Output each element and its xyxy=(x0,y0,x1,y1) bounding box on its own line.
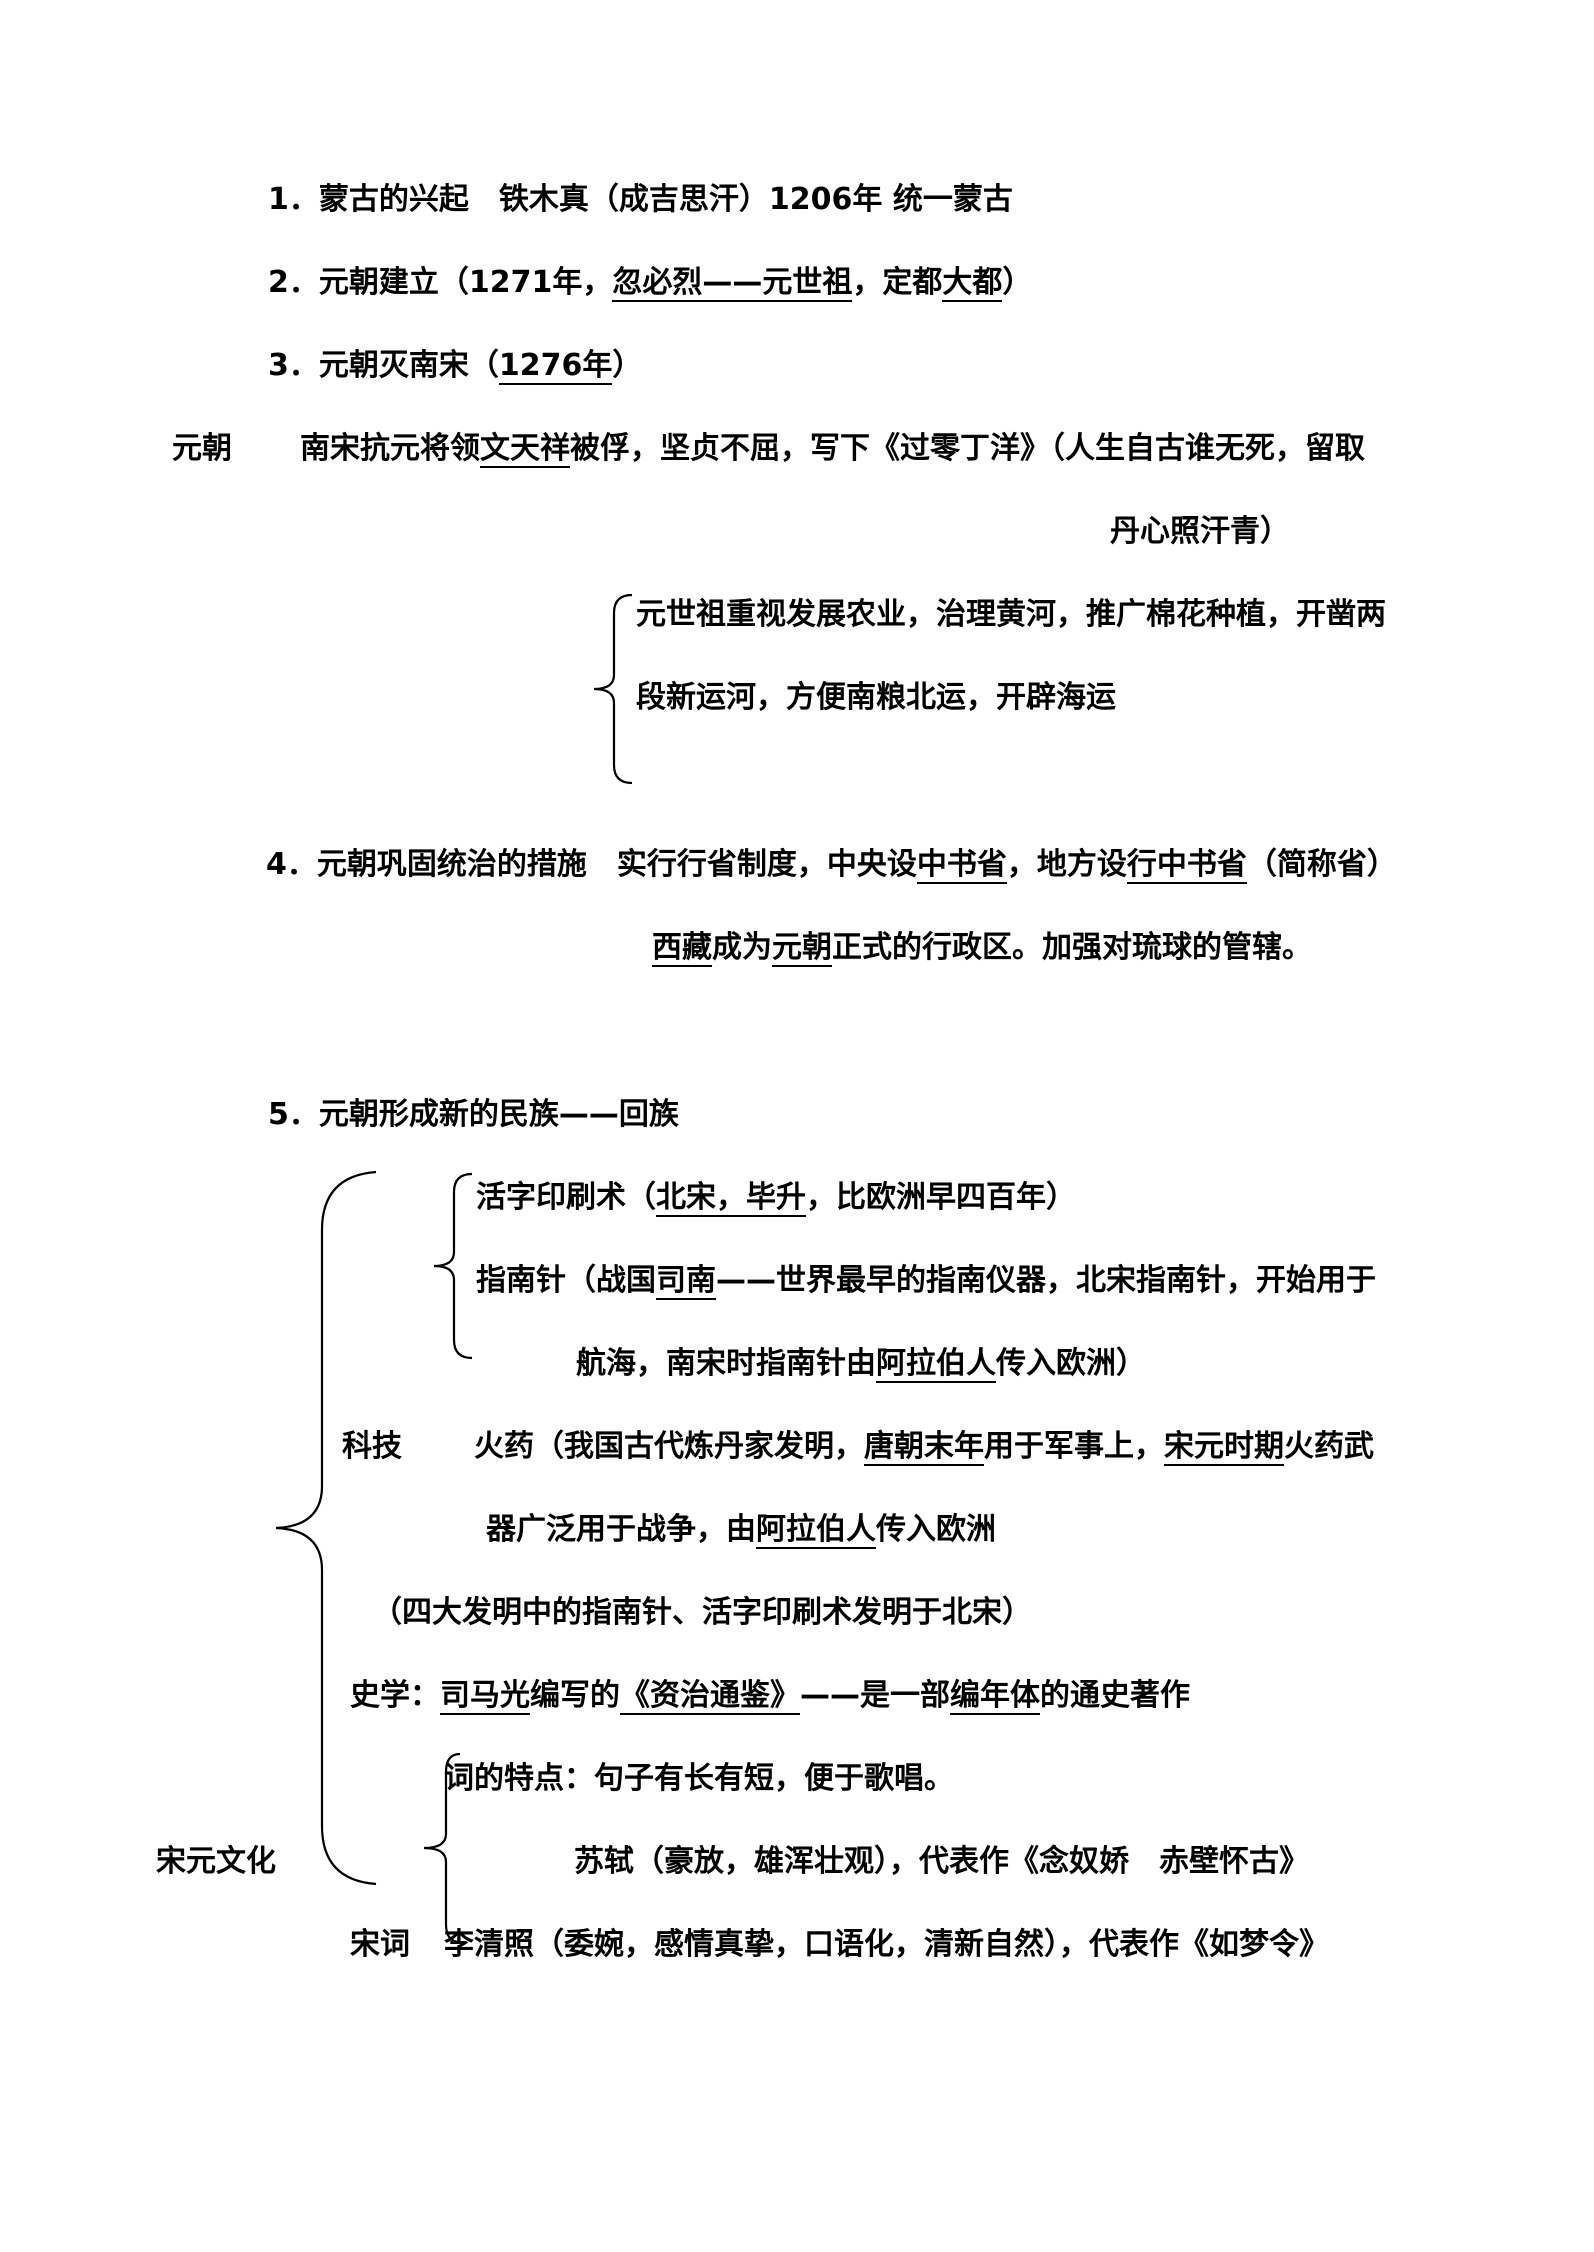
line-gunpowder: 火药（我国古代炼丹家发明，唐朝末年用于军事上，宋元时期火药武 xyxy=(474,1429,1374,1466)
line-li-qingzhao: 李清照（委婉，感情真挚，口语化，清新自然），代表作《如梦令》 xyxy=(444,1927,1329,1962)
line-movable-type: 活字印刷术（北宋，毕升，比欧洲早四百年） xyxy=(476,1180,1076,1217)
line-compass-cont: 航海，南宋时指南针由阿拉伯人传入欧洲） xyxy=(576,1346,1146,1383)
line-fall-southern-song: 3．元朝灭南宋（1276年） xyxy=(268,348,643,385)
side-label-keji: 科技 xyxy=(342,1429,402,1464)
brace-yuan-emperor xyxy=(593,593,633,785)
line-su-shi: 苏轼（豪放，雄浑壮观），代表作《念奴娇 赤壁怀古》 xyxy=(574,1844,1309,1879)
line-tibet: 西藏成为元朝正式的行政区。加强对琉球的管辖。 xyxy=(652,930,1312,967)
line-wen-tianxiang: 南宋抗元将领文天祥被俘，坚贞不屈，写下《过零丁洋》（人生自古谁无死，留取 xyxy=(300,431,1365,468)
brace-song-ci xyxy=(423,1752,461,1944)
side-label-song-ci: 宋词 xyxy=(350,1927,410,1962)
line-yuan-economy: 元世祖重视发展农业，治理黄河，推广棉花种植，开凿两 xyxy=(636,597,1386,632)
side-label-yuan: 元朝 xyxy=(172,431,232,466)
line-compass: 指南针（战国司南——世界最早的指南仪器，北宋指南针，开始用于 xyxy=(476,1263,1376,1300)
line-gunpowder-cont: 器广泛用于战争，由阿拉伯人传入欧洲 xyxy=(486,1512,996,1549)
line-yuan-governance: 4．元朝巩固统治的措施 实行行省制度，中央设中书省，地方设行中书省（简称省） xyxy=(266,847,1397,884)
line-yuan-economy-cont: 段新运河，方便南粮北运，开辟海运 xyxy=(636,680,1116,715)
line-hui-people: 5．元朝形成新的民族——回族 xyxy=(268,1097,679,1132)
line-four-inventions: （四大发明中的指南针、活字印刷术发明于北宋） xyxy=(372,1595,1032,1630)
brace-printing-compass xyxy=(433,1172,473,1360)
line-mongol-rise: 1．蒙古的兴起 铁木真（成吉思汗）1206年 统一蒙古 xyxy=(268,182,1013,217)
line-historiography: 史学：司马光编写的《资治通鉴》——是一部编年体的通史著作 xyxy=(350,1678,1190,1715)
line-ci-features: 词的特点：句子有长有短，便于歌唱。 xyxy=(444,1761,954,1796)
line-yuan-founding: 2．元朝建立（1271年，忽必烈——元世祖，定都大都） xyxy=(268,265,1033,302)
side-label-song-yuan-culture: 宋元文化 xyxy=(156,1844,276,1879)
line-wen-tianxiang-cont: 丹心照汗青） xyxy=(1110,514,1290,549)
brace-song-yuan-culture xyxy=(275,1170,377,1886)
